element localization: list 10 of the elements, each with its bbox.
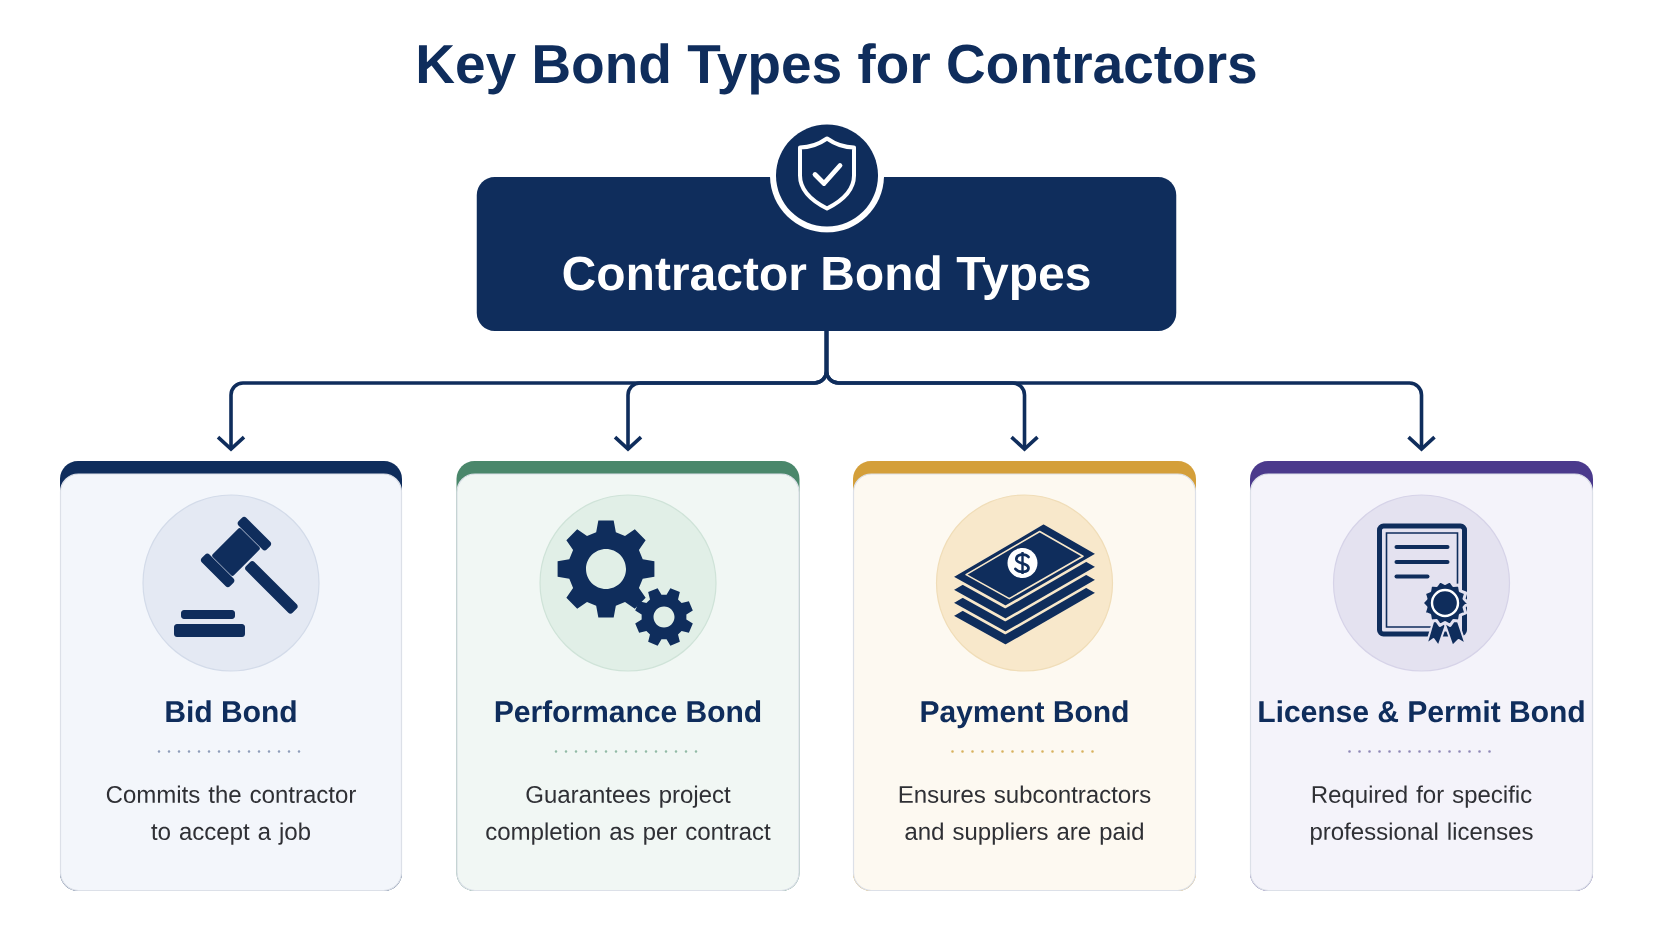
bond-description: Ensures subcontractors and suppliers are paid <box>899 785 1151 845</box>
bond-title: Payment Bond <box>921 700 1128 729</box>
bond-title: Performance Bond <box>495 700 761 723</box>
title: Key Bond Types for Contractors <box>418 43 1256 95</box>
bond-title: License & Permit Bond <box>1259 700 1584 723</box>
connector-arrow <box>824 331 1436 452</box>
bond-description: Guarantees project completion as per contract <box>486 785 771 845</box>
bond-description: Required for specific professional licenses <box>1311 785 1533 845</box>
bond-title: Bid Bond <box>166 700 296 723</box>
bond-description: Commits the contractor to accept a job <box>106 785 356 845</box>
